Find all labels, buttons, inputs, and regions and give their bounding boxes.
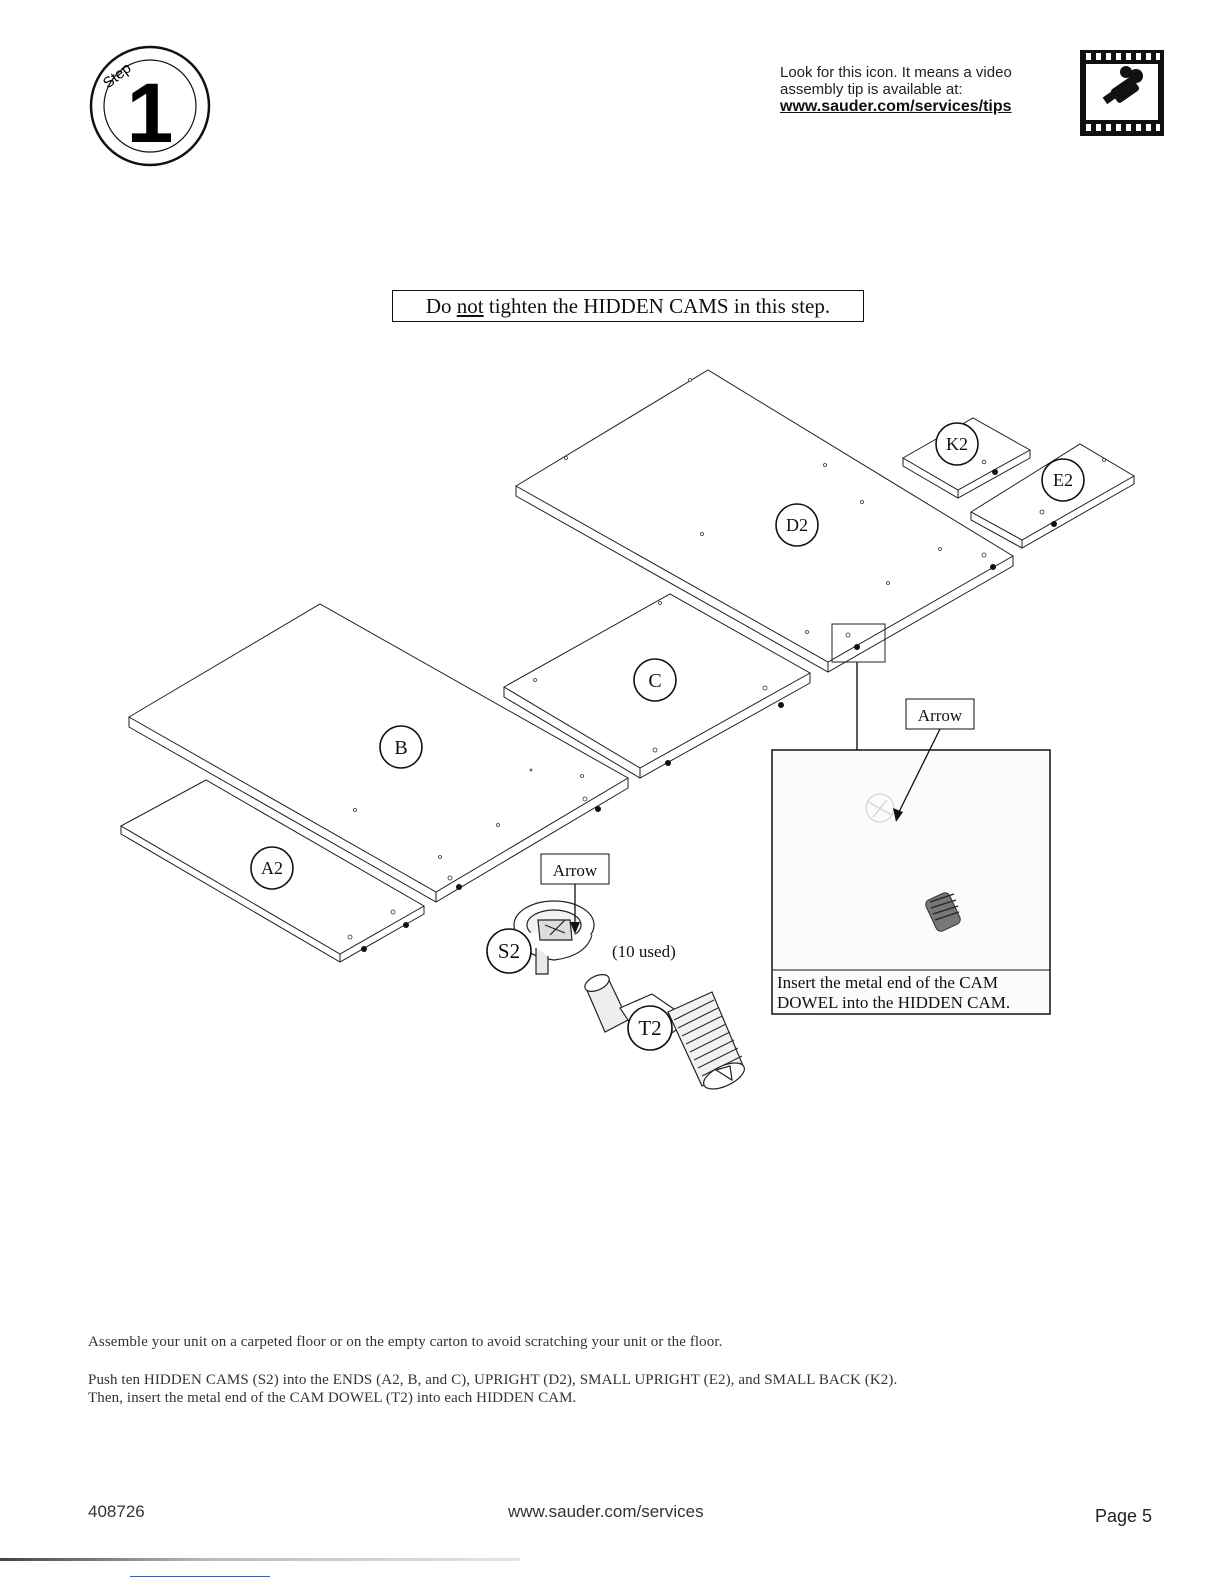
- footer-product-code: 408726: [88, 1502, 145, 1521]
- cam-dowel-t2: [584, 974, 745, 1090]
- footer-page-number: Page 5: [1095, 1506, 1153, 1526]
- cam-hole-sketch: [865, 793, 895, 823]
- step-number: 1: [127, 66, 174, 160]
- warning-emphasis: not: [456, 294, 484, 318]
- instruction-paragraph-2-line2: Then, insert the metal end of the CAM DO…: [88, 1390, 577, 1406]
- warning-pre: Do: [425, 294, 457, 318]
- instruction-paragraph-2-line1: Push ten HIDDEN CAMS (S2) into the ENDS …: [88, 1372, 898, 1388]
- label-circle-a2: [250, 846, 294, 890]
- part-label-d2: D2: [786, 515, 808, 535]
- warning-post: tighten the HIDDEN CAMS in this step.: [483, 294, 831, 318]
- label-circle-d2: [775, 503, 819, 547]
- instructions: Assemble your unit on a carpeted floor o…: [88, 1333, 1148, 1407]
- label-circle-e2: [1041, 458, 1085, 502]
- s2-quantity: (10 used): [612, 942, 676, 961]
- part-label-a2: A2: [261, 858, 283, 878]
- dowel-sketch: [925, 892, 961, 932]
- scan-artifact: [0, 1558, 520, 1561]
- panel-d2: [515, 369, 1014, 673]
- part-label-t2: T2: [638, 1016, 661, 1040]
- step-badge: Step 1: [89, 45, 211, 167]
- label-circle-t2: [627, 1005, 673, 1051]
- part-label-s2: S2: [498, 939, 520, 963]
- panel-b: [128, 603, 629, 903]
- video-tip: Look for this icon. It means a video ass…: [780, 64, 1070, 115]
- footer-url[interactable]: www.sauder.com/services: [508, 1502, 704, 1521]
- detail-box: Arrow Insert the metal end of the CAM DO…: [771, 698, 1051, 1015]
- part-label-c: C: [648, 670, 661, 692]
- arrow-label-cam: Arrow: [553, 861, 598, 880]
- video-tip-line2: assembly tip is available at:: [780, 81, 963, 98]
- part-label-b: B: [394, 737, 407, 759]
- video-tip-line1: Look for this icon. It means a video: [780, 64, 1012, 81]
- label-circle-c: [633, 658, 677, 702]
- instruction-paragraph-1: Assemble your unit on a carpeted floor o…: [88, 1334, 723, 1350]
- label-circle-k2: [935, 422, 979, 466]
- video-tip-url[interactable]: www.sauder.com/services/tips: [780, 98, 1012, 115]
- label-circle-b: [379, 725, 423, 769]
- warning-box: Do not tighten the HIDDEN CAMS in this s…: [392, 290, 864, 322]
- hidden-cam-s2: [513, 900, 595, 975]
- scan-artifact-line: [130, 1576, 270, 1577]
- part-label-k2: K2: [946, 434, 968, 454]
- label-circle-s2: [486, 928, 532, 974]
- arrow-label-detail: Arrow: [918, 706, 963, 725]
- detail-caption-line2: DOWEL into the HIDDEN CAM.: [777, 993, 1010, 1012]
- detail-caption-line1: Insert the metal end of the CAM: [777, 973, 998, 992]
- detail-marker: [831, 623, 886, 663]
- part-label-e2: E2: [1053, 470, 1073, 490]
- film-camera-icon: [1080, 50, 1164, 136]
- assembly-diagram: Arrow Insert the metal end of the CAM DO…: [119, 369, 1135, 1090]
